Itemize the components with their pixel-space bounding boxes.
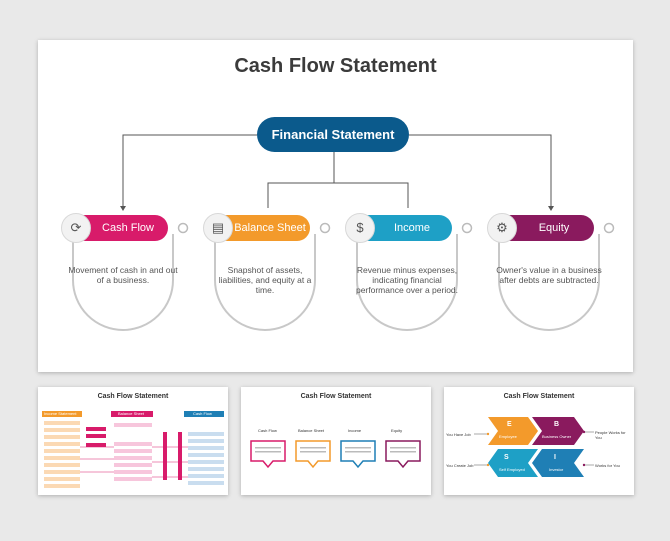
dollar-cycle-icon: ⟳ (61, 213, 91, 243)
s-letter: S (504, 454, 509, 461)
ledger-icon: ▤ (203, 213, 233, 243)
thumbnail-3[interactable]: Cash Flow Statement E Employee B Busines… (444, 387, 634, 495)
thumb2-card-4-label: Equity (391, 428, 403, 433)
works-for-you-label: Works for You (595, 463, 620, 468)
cash-flow-pill[interactable]: ⟳ Cash Flow (61, 213, 168, 243)
gear-people-icon: ⚙ (487, 213, 517, 243)
cash-flow-header-label: Cash Flow (193, 411, 212, 416)
balance-sheet-description: Snapshot of assets, liabilities, and equ… (218, 265, 312, 295)
cash-flow-header (184, 411, 224, 417)
cash-flow-label: Cash Flow (102, 222, 154, 234)
thumbnail-2-diagram (250, 440, 421, 469)
thumbnail-2[interactable]: Cash Flow Statement Cash Flow Balance Sh… (241, 387, 431, 495)
income-label: Income (393, 222, 431, 234)
thumb2-card-1-label: Cash Flow (258, 428, 277, 433)
equity-label: Equity (538, 222, 570, 234)
balance-sheet-header-label: Balance Sheet (118, 411, 145, 416)
i-letter: I (554, 454, 556, 461)
cash-flow-description: Movement of cash in and out of a busines… (68, 265, 178, 285)
e-label: Employee (499, 434, 517, 439)
balance-sheet-pill[interactable]: ▤ Balance Sheet (203, 213, 310, 243)
i-label: Investor (549, 467, 564, 472)
balance-sheet-label: Balance Sheet (234, 222, 306, 234)
income-description: Revenue minus expenses, indicating finan… (355, 265, 459, 295)
thumbnail-1-title: Cash Flow Statement (97, 393, 169, 400)
you-create-job-label: You Create Job (446, 463, 474, 468)
income-pill[interactable]: $ Income (345, 213, 452, 243)
b-label: Business Owner (542, 434, 572, 439)
thumbnail-1[interactable]: Cash Flow Statement Income Statement Bal… (38, 387, 228, 495)
thumb2-card-2-label: Balance Sheet (298, 428, 325, 433)
thumbnail-3-title: Cash Flow Statement (503, 393, 575, 400)
main-slide[interactable]: Cash Flow Statement Financial Statement … (38, 40, 633, 372)
s-label: Self Employed (499, 467, 525, 472)
connector-lines (72, 134, 615, 331)
equity-pill[interactable]: ⚙ Equity (487, 213, 594, 243)
b-letter: B (554, 421, 560, 428)
people-works-label: People Works for You (595, 430, 626, 440)
income-statement-header-label: Income Statement (44, 411, 77, 416)
slide-title: Cash Flow Statement (234, 55, 437, 77)
income-statement-header (42, 411, 82, 417)
thumbnail-2-title: Cash Flow Statement (300, 393, 372, 400)
e-letter: E (507, 421, 512, 428)
financial-statement-node[interactable]: Financial Statement (257, 117, 409, 152)
you-have-job-label: You Have Job (446, 432, 471, 437)
thumb2-card-3-label: Income (348, 428, 362, 433)
hand-coin-icon: $ (345, 213, 375, 243)
balance-sheet-header (111, 411, 153, 417)
thumbnail-1-diagram (44, 421, 224, 488)
thumbnail-3-diagram (474, 417, 594, 477)
equity-description: Owner's value in a business after debts … (496, 265, 602, 285)
